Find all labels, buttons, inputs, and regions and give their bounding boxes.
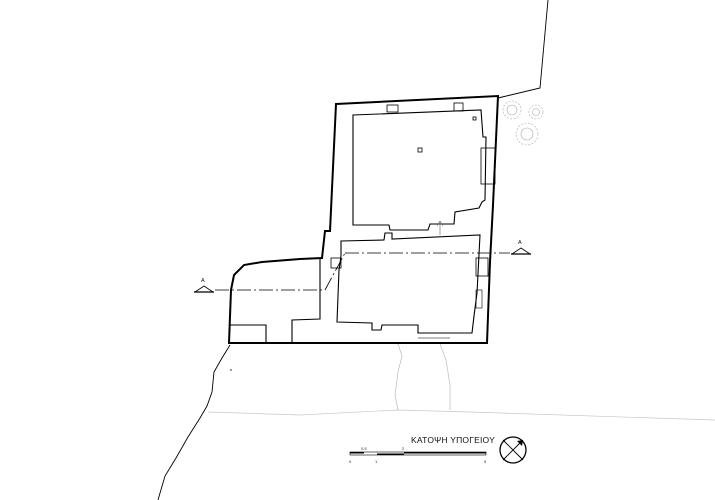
scale-label-0.5: 0.5	[361, 446, 367, 451]
pillar-marker	[472, 116, 477, 121]
stair-arrow	[436, 220, 444, 235]
scale-bar: 0.5 2 0 1 5	[349, 446, 487, 464]
section-line	[215, 252, 510, 291]
section-label-right: A	[518, 240, 522, 246]
corridor-wall	[291, 258, 321, 343]
column-marker	[417, 147, 423, 153]
upper-room	[352, 109, 487, 231]
contour-3	[207, 409, 715, 421]
section-label-left: A	[201, 278, 205, 284]
niche-3	[480, 147, 496, 185]
scale-label-2: 2	[402, 446, 405, 451]
niche-1	[386, 104, 399, 113]
spot-marker	[230, 369, 232, 371]
scale-label-0: 0	[349, 459, 352, 464]
plan-title: ΚΑΤΟΨΗ ΥΠΟΓΕΙΟΥ	[411, 435, 495, 445]
lower-room	[336, 232, 481, 334]
contour-1	[394, 343, 403, 411]
niche-2	[453, 102, 464, 112]
annex-room	[229, 324, 267, 343]
section-mark-right: A	[510, 240, 532, 255]
tree-canopy-icon	[502, 100, 544, 146]
scale-label-5: 5	[484, 459, 487, 464]
window-opening	[475, 289, 483, 309]
contour-2	[439, 343, 451, 410]
niche-4	[330, 257, 342, 269]
site-boundary-line	[157, 0, 549, 500]
north-arrow-icon	[499, 436, 527, 464]
niche-5	[475, 257, 489, 277]
section-mark-left: A	[193, 278, 215, 293]
scale-label-1: 1	[375, 459, 378, 464]
outer-walls	[227, 94, 500, 344]
